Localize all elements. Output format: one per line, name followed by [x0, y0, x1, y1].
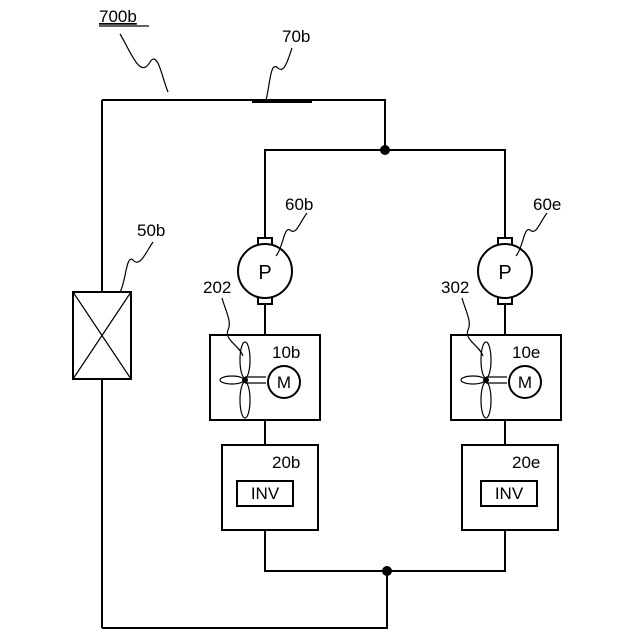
motor-unit-label-left: 10b — [272, 343, 300, 362]
fan-label-right: 302 — [441, 278, 469, 297]
motor-unit-10e: M — [451, 335, 561, 420]
junction-bottom — [382, 566, 392, 576]
inverter-symbol-left: INV — [251, 484, 280, 503]
pump-60b: P — [238, 238, 292, 304]
motor-symbol-left: M — [277, 373, 291, 392]
motor-unit-label-right: 10e — [512, 343, 540, 362]
fan-label-left: 202 — [203, 278, 231, 297]
inverter-symbol-right: INV — [495, 484, 524, 503]
inverter-unit-20e: INV — [462, 445, 558, 530]
inverter-unit-20b: INV — [222, 445, 318, 530]
pump-60e: P — [478, 238, 532, 304]
valve-50b — [73, 292, 131, 379]
pump-label-right: 60e — [533, 195, 561, 214]
system-label: 700b — [99, 7, 137, 26]
motor-unit-10b: M — [210, 335, 320, 420]
pipe-label: 70b — [282, 27, 310, 46]
motor-symbol-right: M — [518, 373, 532, 392]
pump-symbol-left: P — [258, 262, 271, 284]
valve-label: 50b — [137, 221, 165, 240]
leader-lines — [120, 34, 547, 356]
inverter-unit-label-left: 20b — [272, 453, 300, 472]
junction-top — [380, 145, 390, 155]
inverter-unit-label-right: 20e — [512, 453, 540, 472]
pump-symbol-right: P — [498, 262, 511, 284]
pump-label-left: 60b — [285, 195, 313, 214]
